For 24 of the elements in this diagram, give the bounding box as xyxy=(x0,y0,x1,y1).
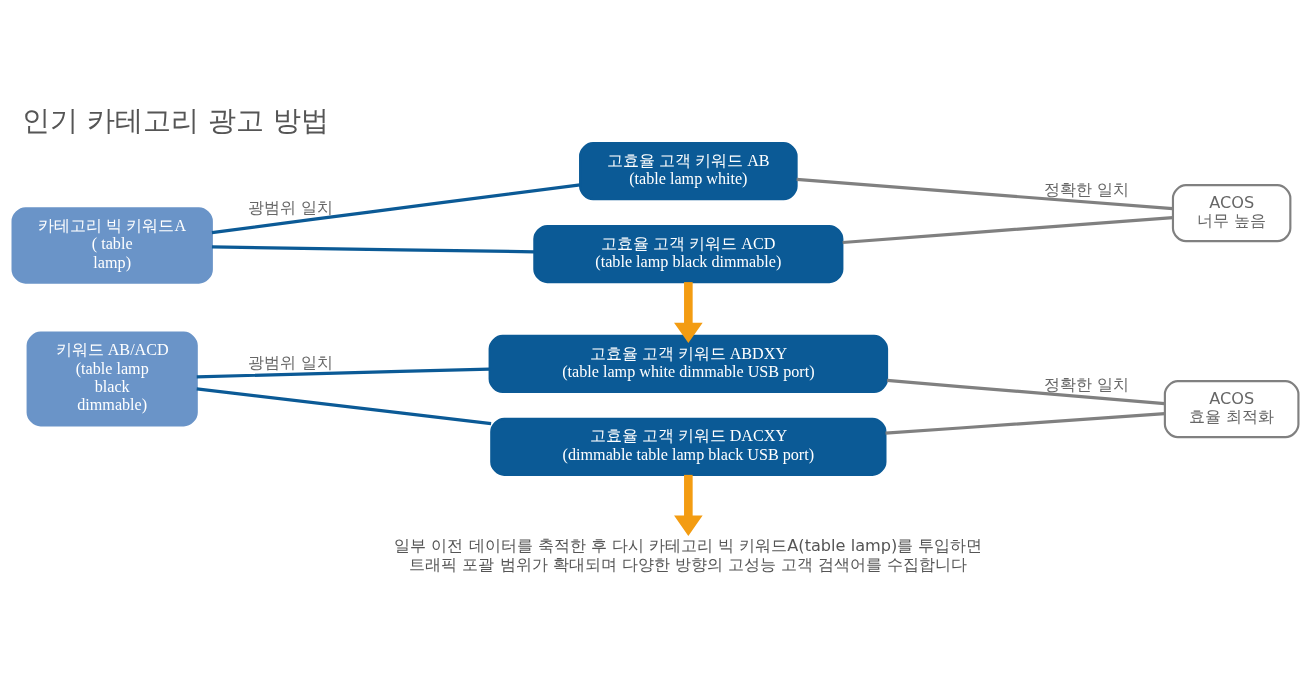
node-box: ACOS 효율 최적화 xyxy=(1163,379,1300,438)
arrow xyxy=(674,474,703,536)
edge-label: 정확한 일치 xyxy=(1043,179,1129,199)
node-box: ACOS 너무 높음 xyxy=(1171,183,1292,242)
node-box: 고효율 고객 키워드 AB (table lamp white) xyxy=(579,141,798,200)
connector xyxy=(196,386,492,425)
connector xyxy=(211,182,581,234)
node-box: 고효율 고객 키워드 ABDXY (table lamp white dimmable USB port) xyxy=(488,334,889,393)
edge-label: 정확한 일치 xyxy=(1043,374,1129,394)
node-box: 고효율 고객 키워드 DACXY (dimmable table lamp black USB port) xyxy=(490,417,887,476)
connector xyxy=(885,411,1165,435)
connector xyxy=(211,244,535,253)
edge-label: 광범위 일치 xyxy=(247,197,333,217)
connector xyxy=(842,215,1173,244)
connector xyxy=(886,378,1165,405)
connector xyxy=(796,177,1173,210)
edge-label: 광범위 일치 xyxy=(247,352,333,372)
node-box: 키워드 AB/ACD (table lamp black dimmable) xyxy=(26,331,198,426)
node-box: 카테고리 빅 키워드A ( table lamp) xyxy=(11,206,213,284)
node-text: 일부 이전 데이터를 축적한 후 다시 카테고리 빅 키워드A(table lamp)를 투입하면 트래픽 포괄 범위가 확대되며 다양한 방향의 고성능 고객 검색어를 수집합니다 xyxy=(394,535,983,574)
node-box: 고효율 고객 키워드 ACD (table lamp black dimmable) xyxy=(533,224,844,283)
arrow xyxy=(674,281,703,343)
diagram-title: 인기 카테고리 광고 방법 xyxy=(21,103,329,137)
connector xyxy=(196,367,490,378)
